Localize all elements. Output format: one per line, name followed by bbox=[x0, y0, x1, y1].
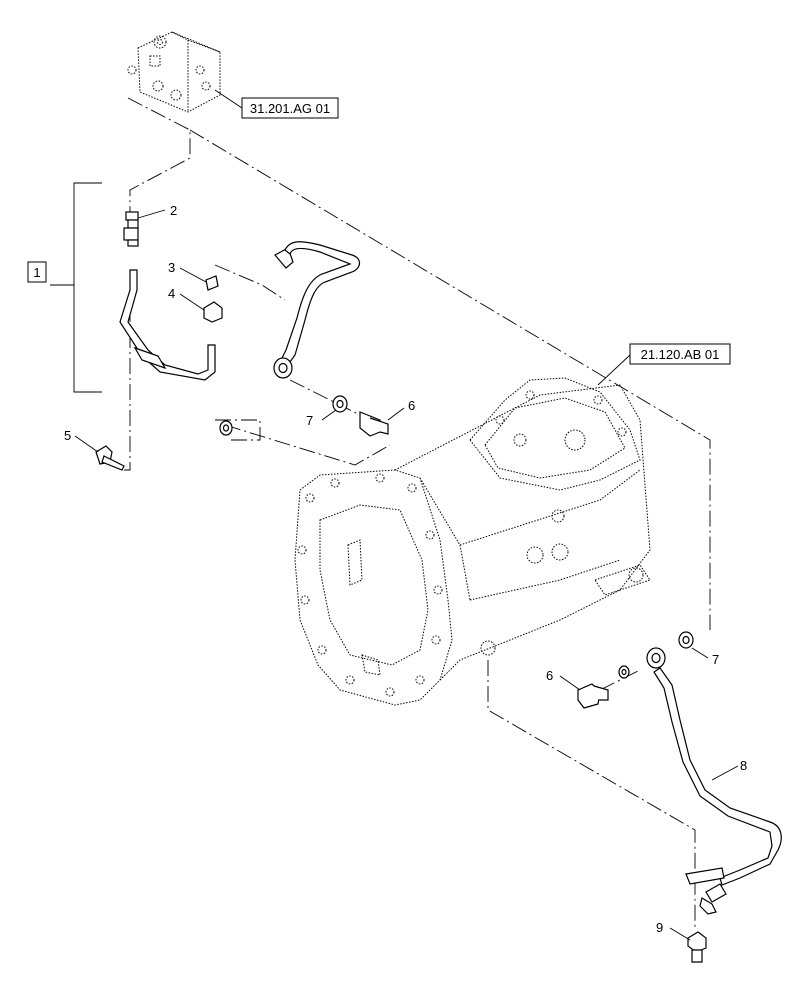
kit-label-box bbox=[27, 261, 47, 283]
callout-7-lower[interactable]: 7 bbox=[712, 652, 719, 667]
valve-reference-label: 31.201.AG 01 bbox=[250, 101, 330, 116]
control-valve-block bbox=[127, 31, 221, 113]
valve-reference-callout[interactable]: 31.201.AG 01 bbox=[214, 89, 339, 119]
housing-reference-callout[interactable]: 21.120.AB 01 bbox=[597, 343, 731, 386]
housing-reference-label: 21.120.AB 01 bbox=[641, 347, 720, 362]
washer-lower-small bbox=[618, 665, 630, 679]
callout-2[interactable]: 2 bbox=[170, 203, 177, 218]
washer-7-lower bbox=[678, 631, 694, 649]
callout-3[interactable]: 3 bbox=[168, 260, 175, 275]
bolt-6-upper bbox=[359, 411, 389, 437]
bolt-6-lower bbox=[577, 683, 609, 709]
kit-label[interactable]: 1 bbox=[33, 265, 40, 280]
callout-9[interactable]: 9 bbox=[656, 920, 663, 935]
kit-bracket: 1 bbox=[27, 182, 102, 393]
upper-pipe bbox=[273, 241, 361, 379]
callout-4[interactable]: 4 bbox=[168, 286, 175, 301]
lower-pipe bbox=[646, 647, 782, 915]
fitting-part bbox=[123, 211, 139, 247]
callout-7-upper[interactable]: 7 bbox=[306, 413, 313, 428]
nut-part bbox=[203, 301, 223, 323]
bolt-9 bbox=[687, 931, 707, 963]
callout-6-upper[interactable]: 6 bbox=[408, 398, 415, 413]
bent-tube-assembly bbox=[119, 269, 216, 381]
callout-8[interactable]: 8 bbox=[740, 758, 747, 773]
washer-left bbox=[219, 420, 233, 436]
transmission-housing bbox=[294, 377, 651, 706]
washer-7-upper bbox=[332, 395, 348, 413]
plug-part bbox=[205, 275, 219, 291]
assembly-centerlines bbox=[124, 97, 711, 930]
callout-6-lower[interactable]: 6 bbox=[546, 668, 553, 683]
bolt-5 bbox=[95, 445, 125, 471]
callout-5[interactable]: 5 bbox=[64, 428, 71, 443]
